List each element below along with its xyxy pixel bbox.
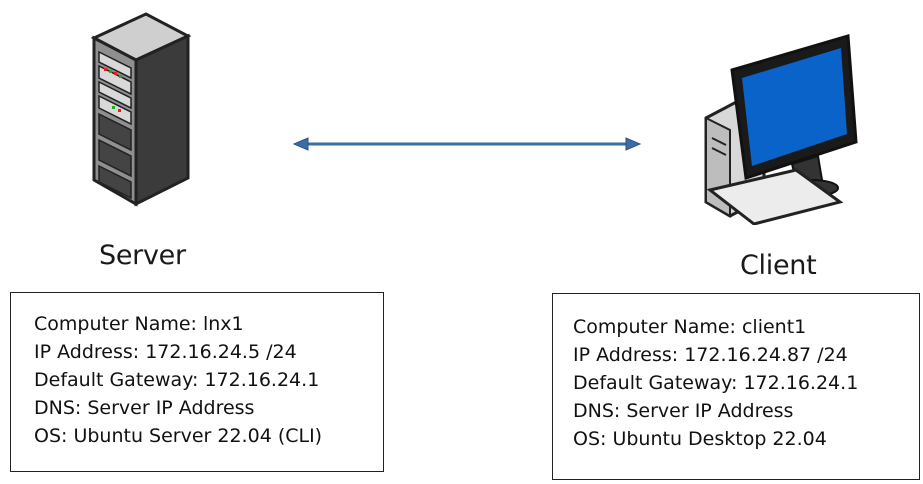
server-ip-address: IP Address: 172.16.24.5 /24	[34, 341, 297, 363]
server-os: OS: Ubuntu Server 22.04 (CLI)	[34, 425, 323, 447]
client-label: Client	[740, 250, 817, 281]
server-label: Server	[99, 240, 186, 271]
client-ip-address: IP Address: 172.16.24.87 /24	[573, 344, 848, 366]
client-os: OS: Ubuntu Desktop 22.04	[573, 428, 827, 450]
desktop-computer-icon	[704, 34, 858, 225]
server-dns: DNS: Server IP Address	[34, 397, 255, 419]
server-info-box: Computer Name: lnx1 IP Address: 172.16.2…	[10, 292, 384, 472]
client-dns: DNS: Server IP Address	[573, 400, 794, 422]
connection-arrow	[292, 137, 642, 151]
client-default-gateway: Default Gateway: 172.16.24.1	[573, 372, 859, 394]
server-default-gateway: Default Gateway: 172.16.24.1	[34, 369, 320, 391]
client-info-box: Computer Name: client1 IP Address: 172.1…	[552, 293, 920, 480]
server-tower-icon	[90, 12, 192, 207]
client-computer-name: Computer Name: client1	[573, 316, 807, 338]
server-computer-name: Computer Name: lnx1	[34, 313, 244, 335]
